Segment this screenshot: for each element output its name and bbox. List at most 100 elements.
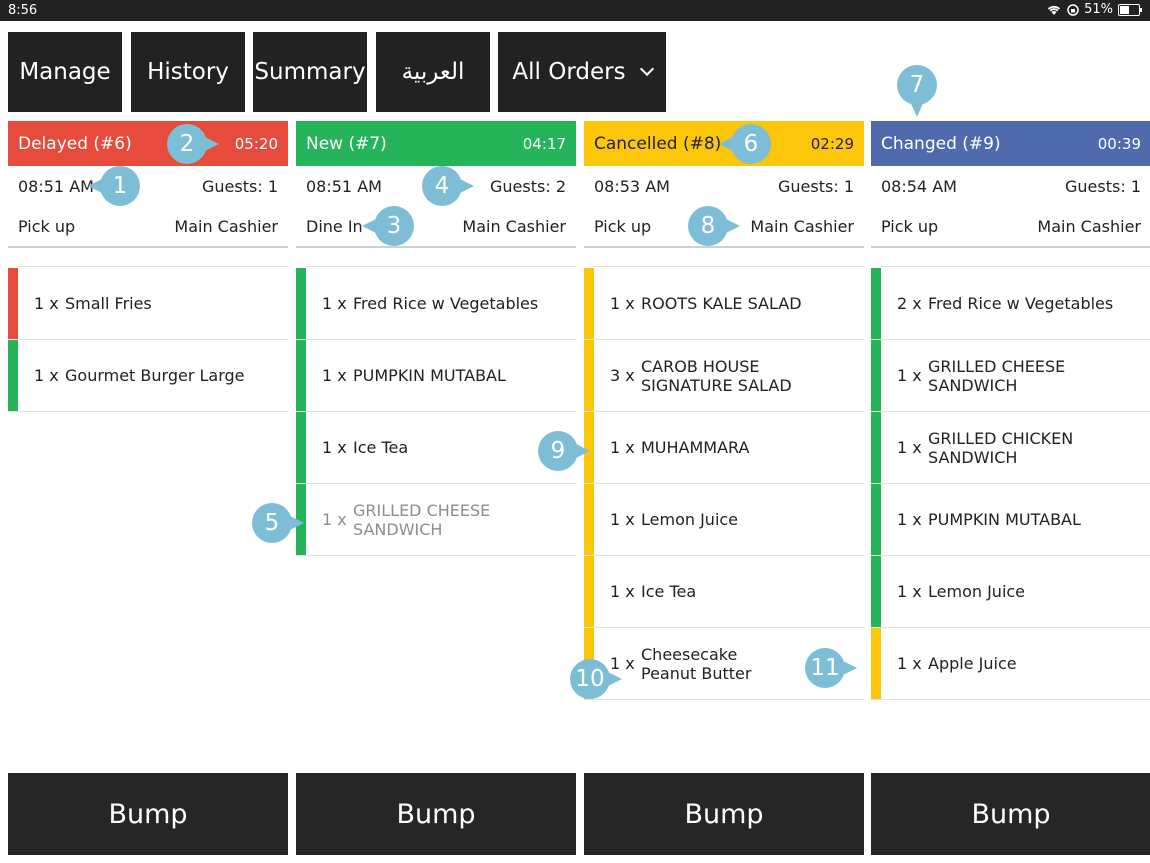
callout-11: 11: [805, 648, 857, 688]
order-header[interactable]: Changed (#9) 00:39: [871, 121, 1150, 166]
callout-number: 8: [688, 206, 728, 246]
arabic-language-button[interactable]: العربية: [376, 32, 490, 112]
callout-1: 1: [88, 166, 140, 206]
item-status-bar: [8, 340, 18, 411]
item-quantity: 1 x: [322, 366, 347, 385]
order-item-row[interactable]: 1 x Fred Rice w Vegetables: [296, 268, 576, 340]
item-name: Gourmet Burger Large: [65, 366, 245, 385]
item-name: Lemon Juice: [928, 582, 1026, 601]
chevron-down-icon: [639, 61, 654, 77]
order-card-new: New (#7) 04:17 08:51 AM Guests: 2 Dine I…: [296, 121, 576, 556]
item-name: PUMPKIN MUTABAL: [353, 366, 506, 385]
bump-button[interactable]: Bump: [296, 773, 576, 855]
item-status-bar: [584, 340, 594, 411]
item-name: PUMPKIN MUTABAL: [928, 510, 1081, 529]
item-name: Ice Tea: [641, 582, 697, 601]
item-quantity: 1 x: [34, 294, 59, 313]
item-status-bar: [584, 484, 594, 555]
order-items: 1 x Small Fries 1 x Gourmet Burger Large: [8, 266, 288, 412]
manage-button[interactable]: Manage: [8, 32, 122, 112]
order-item-row[interactable]: 1 x Lemon Juice: [871, 556, 1150, 628]
order-station: Main Cashier: [1037, 216, 1141, 236]
item-status-bar: [871, 628, 881, 699]
item-name: Small Fries: [65, 294, 152, 313]
item-quantity: 1 x: [897, 438, 922, 457]
item-quantity: 1 x: [322, 294, 347, 313]
summary-button-label: Summary: [254, 59, 366, 85]
bump-button[interactable]: Bump: [871, 773, 1150, 855]
order-item-row[interactable]: 1 x Gourmet Burger Large: [8, 340, 288, 412]
items-top-divider: [306, 266, 576, 267]
summary-button[interactable]: Summary: [253, 32, 367, 112]
item-quantity: 1 x: [610, 510, 635, 529]
callout-8: 8: [688, 206, 740, 246]
item-name: CAROB HOUSE SIGNATURE SALAD: [641, 356, 792, 395]
order-timer: 04:17: [522, 134, 566, 153]
item-quantity: 1 x: [897, 654, 922, 673]
divider: [871, 246, 1150, 248]
order-header[interactable]: Delayed (#6) 05:20: [8, 121, 288, 166]
order-header[interactable]: New (#7) 04:17: [296, 121, 576, 166]
order-time: 08:54 AM: [881, 176, 957, 196]
callout-number: 7: [897, 65, 937, 105]
history-button[interactable]: History: [131, 32, 245, 112]
order-card-changed: Changed (#9) 00:39 08:54 AM Guests: 1 Pi…: [871, 121, 1150, 700]
item-name: Fred Rice w Vegetables: [353, 294, 539, 313]
item-status-bar: [871, 340, 881, 411]
order-guests: Guests: 1: [778, 176, 854, 196]
item-status-bar: [296, 412, 306, 483]
order-header[interactable]: Cancelled (#8) 02:29: [584, 121, 864, 166]
callout-pointer: [606, 671, 622, 687]
order-item-row[interactable]: 2 x Fred Rice w Vegetables: [871, 268, 1150, 340]
callout-pointer: [724, 218, 740, 234]
bump-button[interactable]: Bump: [584, 773, 864, 855]
items-top-divider: [594, 266, 864, 267]
history-button-label: History: [147, 59, 229, 85]
callout-number: 3: [374, 206, 414, 246]
order-items: 1 x Fred Rice w Vegetables 1 x PUMPKIN MUTA…: [296, 266, 576, 556]
callout-number: 2: [167, 124, 207, 164]
order-item-row[interactable]: 1 x Small Fries: [8, 268, 288, 340]
item-quantity: 1 x: [34, 366, 59, 385]
order-type: Pick up: [881, 216, 939, 236]
orders-filter-label: All Orders: [512, 59, 626, 85]
item-status-bar: [871, 412, 881, 483]
order-item-row[interactable]: 1 x PUMPKIN MUTABAL: [296, 340, 576, 412]
item-status-bar: [584, 556, 594, 627]
order-guests: Guests: 1: [1065, 176, 1141, 196]
item-status-bar: [871, 268, 881, 339]
order-meta: 08:53 AM Guests: 1: [584, 166, 864, 206]
order-time: 08:51 AM: [18, 176, 94, 196]
item-name: Fred Rice w Vegetables: [928, 294, 1114, 313]
item-quantity: 2 x: [897, 294, 922, 313]
item-name: GRILLED CHEESE SANDWICH: [353, 500, 491, 539]
divider: [296, 246, 576, 248]
order-status: New (#7): [306, 133, 387, 154]
bump-button[interactable]: Bump: [8, 773, 288, 855]
bump-button-label: Bump: [108, 798, 188, 830]
order-station: Main Cashier: [750, 216, 854, 236]
item-quantity: 1 x: [897, 582, 922, 601]
callout-number: 11: [805, 648, 845, 688]
divider: [8, 246, 288, 248]
callout-2: 2: [167, 124, 219, 164]
callout-4: 4: [422, 166, 474, 206]
orders-filter-dropdown[interactable]: All Orders: [498, 32, 666, 112]
item-status-bar: [584, 268, 594, 339]
callout-number: 5: [252, 503, 292, 543]
order-meta: 08:54 AM Guests: 1: [871, 166, 1150, 206]
status-bar: 8:56 51%: [0, 0, 1150, 21]
item-status-bar: [296, 340, 306, 411]
item-name: ROOTS KALE SALAD: [641, 294, 802, 313]
